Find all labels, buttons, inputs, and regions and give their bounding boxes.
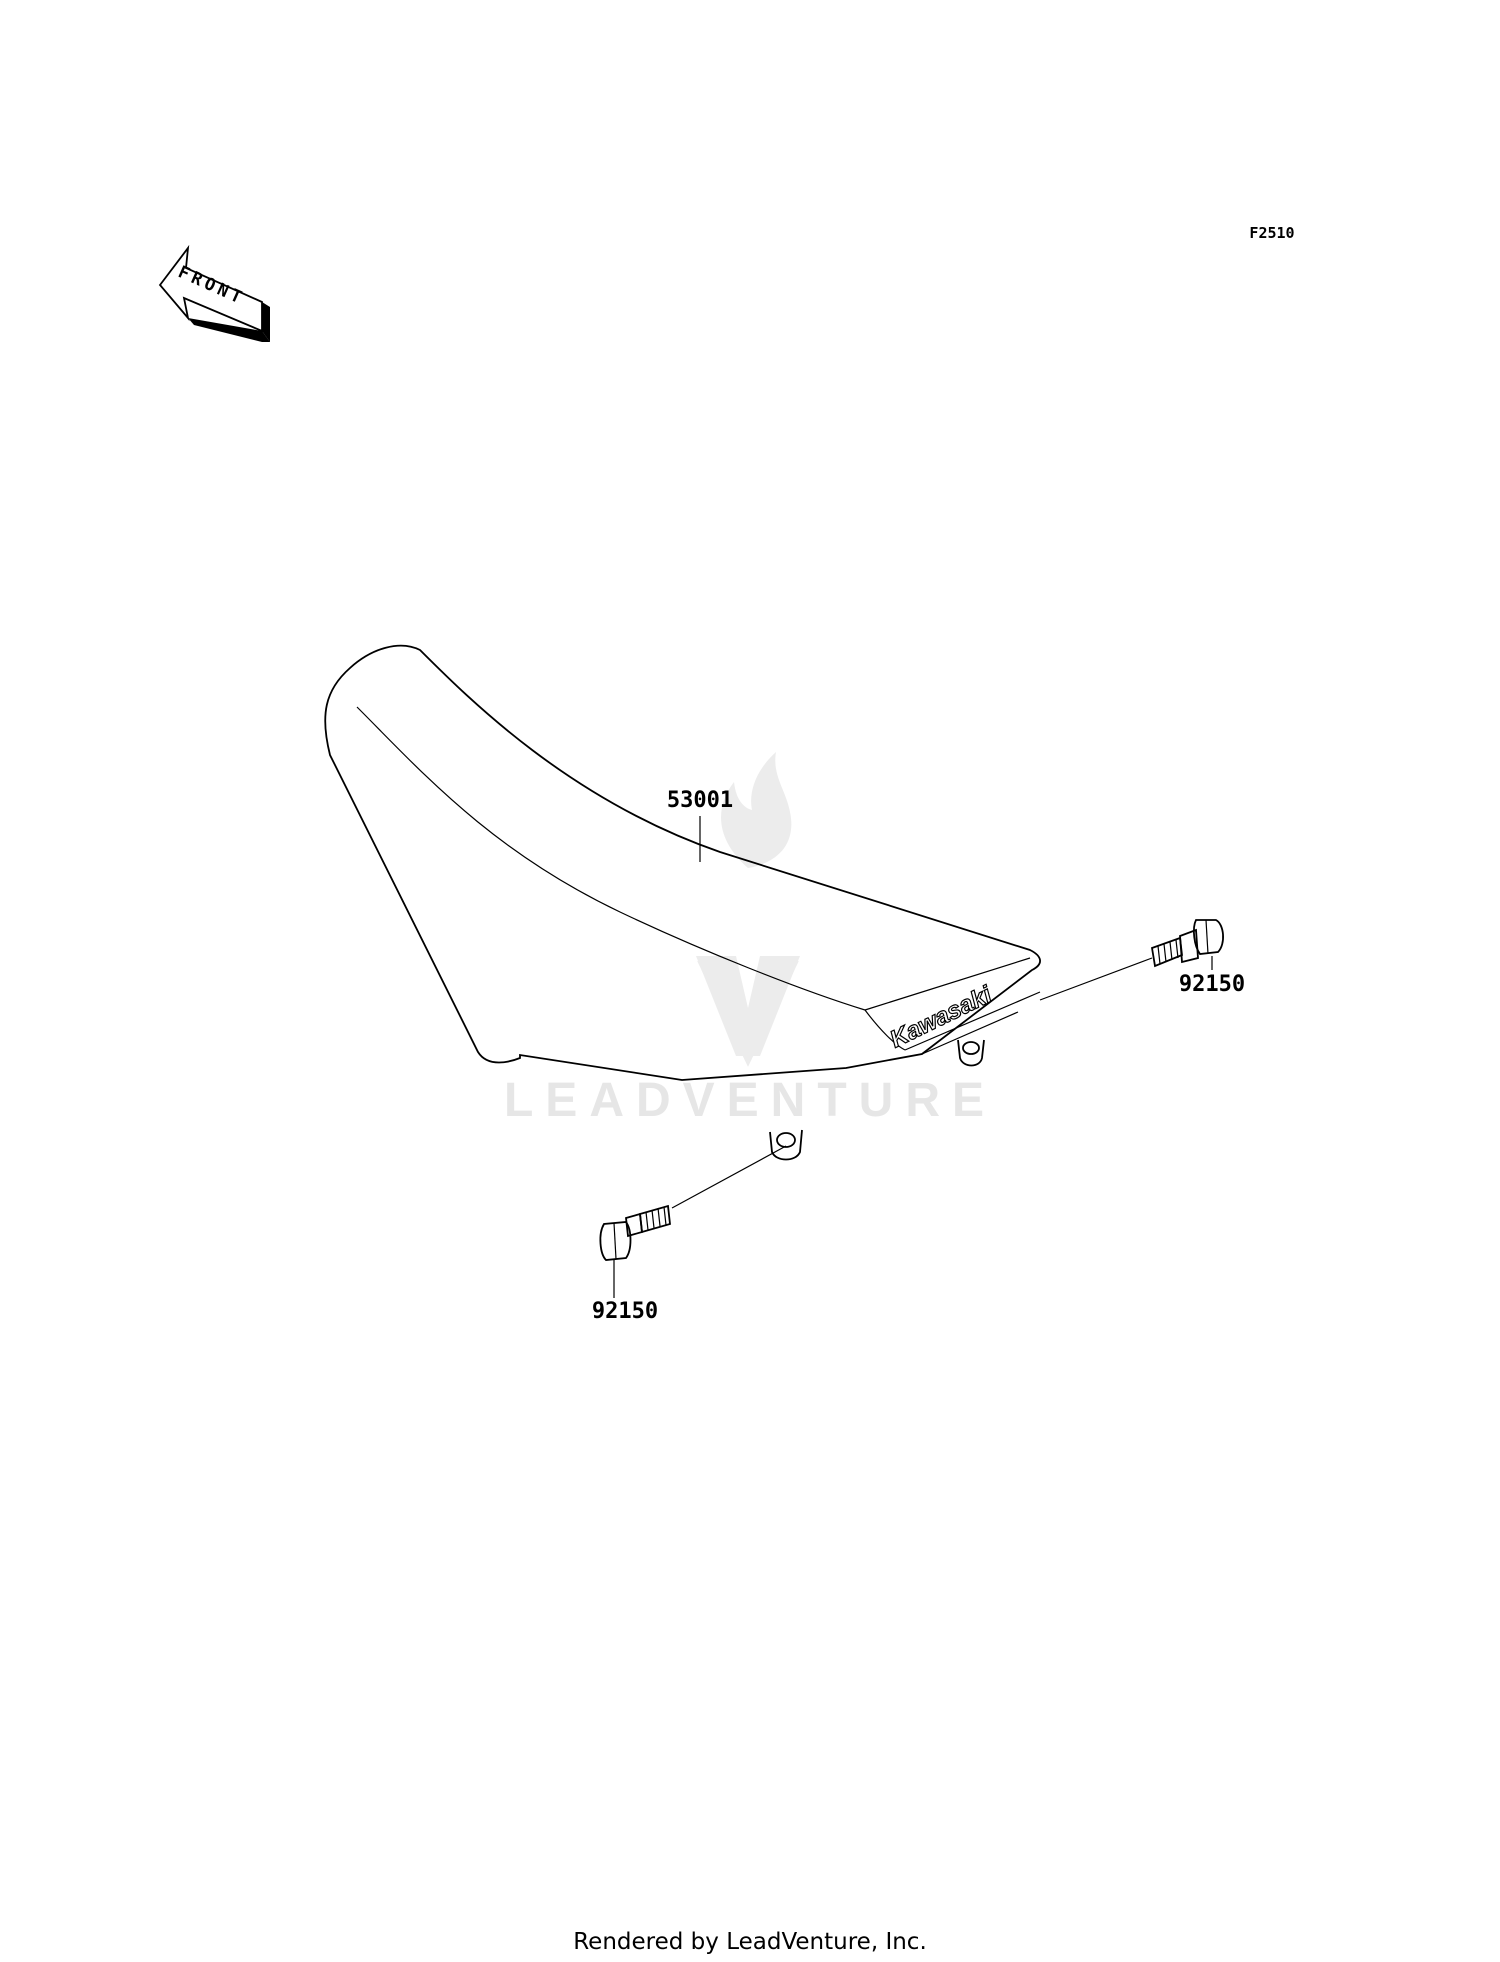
front-arrow-label: FRONT <box>175 262 248 309</box>
part-label-bolt-lower: 92150 <box>592 1299 658 1324</box>
part-label-seat: 53001 <box>667 788 733 813</box>
part-label-bolt-upper: 92150 <box>1179 972 1245 997</box>
bolt-upper-right <box>1039 919 1224 1001</box>
bolt-lower-left <box>599 1145 787 1261</box>
front-arrow: FRONT <box>158 244 270 342</box>
figure-code: F2510 <box>1249 224 1294 242</box>
watermark-text: LEADVENTURE <box>504 1074 996 1127</box>
watermark-logo-icon <box>696 752 800 1067</box>
footer-credit: Rendered by LeadVenture, Inc. <box>573 1929 927 1955</box>
watermark: LEADVENTURE <box>504 752 996 1127</box>
